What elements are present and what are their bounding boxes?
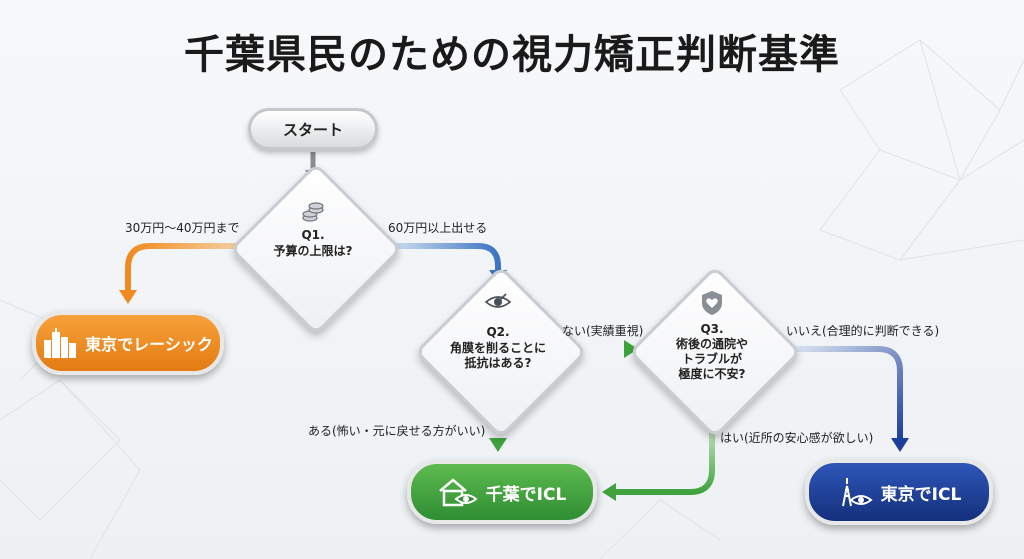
result-tokyo-icl-label: 東京でICL	[880, 484, 962, 505]
label-q3-right: いいえ(合理的に判断できる)	[786, 324, 940, 338]
q3-number: Q3.	[700, 322, 724, 336]
result-tokyo-lasik: 東京でレーシック	[32, 311, 224, 375]
q2-number: Q2.	[486, 325, 510, 339]
arrow-q1-tokyo-lasik	[119, 243, 248, 304]
arrow-q3-tokyo-icl	[788, 346, 909, 452]
eye-icon	[484, 293, 512, 308]
result-tokyo-lasik-label: 東京でレーシック	[85, 335, 213, 354]
label-q2-down: ある(怖い・元に戻せる方がいい)	[308, 424, 486, 438]
q3-question-line2: トラブルが	[681, 352, 742, 366]
result-chiba-icl-label: 千葉でICL	[485, 484, 567, 505]
label-q1-left: 30万円〜40万円まで	[125, 221, 240, 235]
q1-question: 予算の上限は?	[273, 244, 353, 258]
label-q3-down: はい(近所の安心感が欲しい)	[720, 431, 874, 445]
arrow-q3-chiba-icl	[602, 415, 715, 501]
coins-icon	[302, 202, 324, 222]
result-tokyo-icl: 東京でICL	[805, 459, 993, 525]
q3-question-line1: 術後の通院や	[675, 337, 748, 351]
q2-question-line2: 抵抗はある?	[464, 356, 532, 370]
tower-eye-icon	[837, 476, 873, 508]
house-eye-icon	[438, 477, 478, 507]
q2-question-line1: 角膜を削ることに	[449, 341, 546, 355]
q3-question-line3: 極度に不安?	[678, 367, 746, 381]
q1-number: Q1.	[301, 228, 325, 242]
city-buildings-icon	[43, 328, 77, 358]
label-q1-right: 60万円以上出せる	[388, 221, 488, 235]
page-title: 千葉県民のための視力矯正判断基準	[184, 32, 840, 78]
result-chiba-icl: 千葉でICL	[407, 460, 597, 524]
shield-heart-icon	[702, 291, 722, 315]
start-node: スタート	[248, 108, 378, 150]
label-q2-right: ない(実績重視)	[562, 324, 644, 338]
